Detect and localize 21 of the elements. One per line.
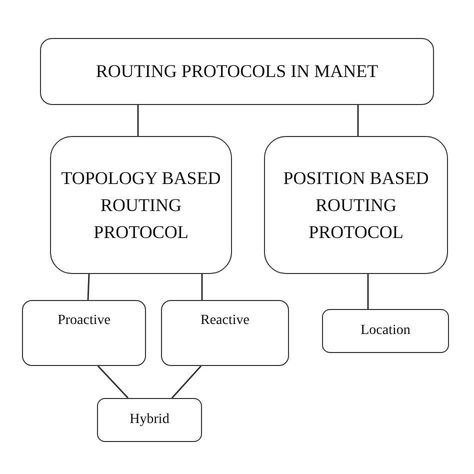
rounded-box xyxy=(322,309,449,353)
connector-line xyxy=(87,274,90,300)
node-label: Hybrid xyxy=(130,412,170,428)
connector-line xyxy=(137,105,139,136)
rounded-box xyxy=(22,300,146,366)
rounded-box xyxy=(264,136,448,274)
connector-line xyxy=(357,105,359,136)
rounded-box xyxy=(50,136,232,274)
connector-line xyxy=(367,274,369,309)
node-label: Reactive xyxy=(200,313,250,330)
node-label: ROUTING PROTOCOLS IN MANET xyxy=(96,60,378,84)
rounded-box xyxy=(40,38,434,105)
node-label: Location xyxy=(360,322,410,340)
node-label: TOPOLOGY BASED ROUTING PROTOCOL xyxy=(60,166,222,244)
node-label: POSITION BASED ROUTING PROTOCOL xyxy=(282,166,430,244)
rounded-box xyxy=(161,300,289,366)
node-label: Proactive xyxy=(58,313,110,330)
connector-line xyxy=(171,366,202,398)
rounded-box xyxy=(97,398,202,442)
connector-line xyxy=(201,274,203,300)
connector-line xyxy=(97,365,129,399)
